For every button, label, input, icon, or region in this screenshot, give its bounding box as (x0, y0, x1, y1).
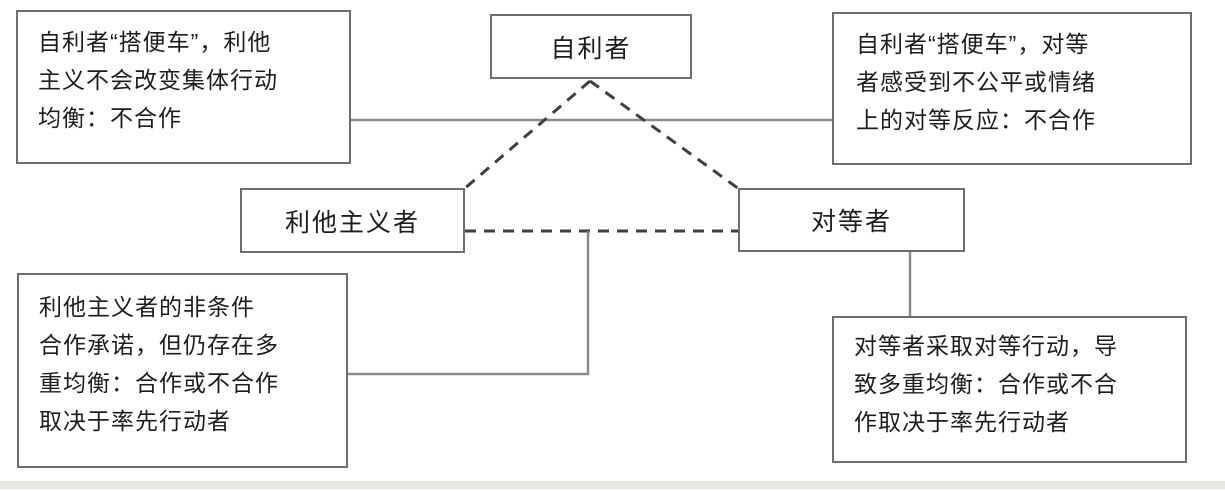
node-altruist: 利他主义者 (240, 188, 465, 253)
annotation-bottom-right: 对等者采取对等行动，导 致多重均衡：合作或不合 作取决于率先行动者 (832, 316, 1187, 463)
connector-bottomleft-to-edge (348, 231, 590, 376)
node-reciprocator: 对等者 (738, 188, 965, 252)
edge-selfinterested-altruist (463, 79, 591, 191)
node-self-interested: 自利者 (490, 14, 692, 79)
annotation-top-left: 自利者“搭便车”，利他 主义不会改变集体行动 均衡：不合作 (16, 10, 351, 164)
annotation-top-right: 自利者“搭便车”，对等 者感受到不公平或情绪 上的对等反应：不合作 (832, 12, 1192, 165)
page-edge-band (0, 481, 1225, 489)
annotation-bottom-left: 利他主义者的非条件 合作承诺，但仍存在多 重均衡：合作或不合作 取决于率先行动者 (17, 273, 348, 468)
edge-selfinterested-reciprocator (589, 79, 740, 191)
